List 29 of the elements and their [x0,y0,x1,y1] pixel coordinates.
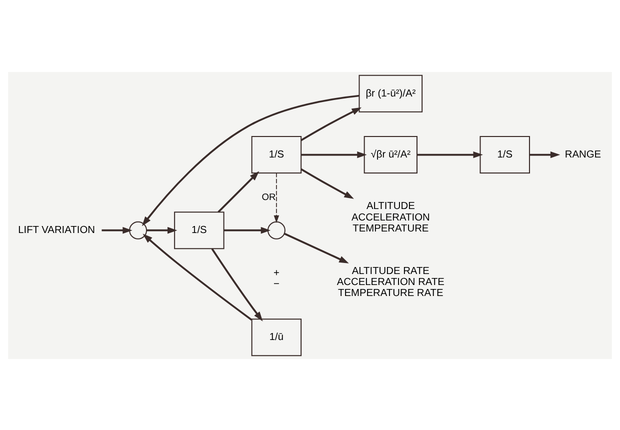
node-circle [129,220,148,239]
node-box: √βr ū²/A² [364,136,418,174]
node-text: ALTITUDE RATE ACCELERATION RATE TEMPERATURE RATE [336,265,444,298]
label: − [273,278,280,290]
node-box: 1/S [480,136,530,174]
node-box: 1/S [174,211,224,249]
arrow [300,168,354,198]
arrow [218,170,260,212]
node-text: ALTITUDE ACCELERATION TEMPERATURE [351,200,430,234]
node-box: βr (1-ū²)/A² [358,74,423,112]
label: + [273,267,280,278]
arrow [146,226,178,234]
edge-label: OR [262,191,276,202]
arrow [102,226,132,234]
arrow [530,150,560,158]
arrow [284,232,349,263]
arrow [301,150,367,158]
arrow [224,226,271,234]
node-box: 1/S [251,136,302,174]
arrow [274,172,280,222]
arrow [417,150,483,158]
node-box: 1/ū [251,318,302,356]
arrow [211,248,263,321]
arrow [300,106,362,141]
node-circle [267,220,286,239]
node-text: LIFT VARIATION [18,224,95,236]
arrow [142,233,252,320]
arrow [142,94,360,226]
node-text: RANGE [564,148,602,160]
